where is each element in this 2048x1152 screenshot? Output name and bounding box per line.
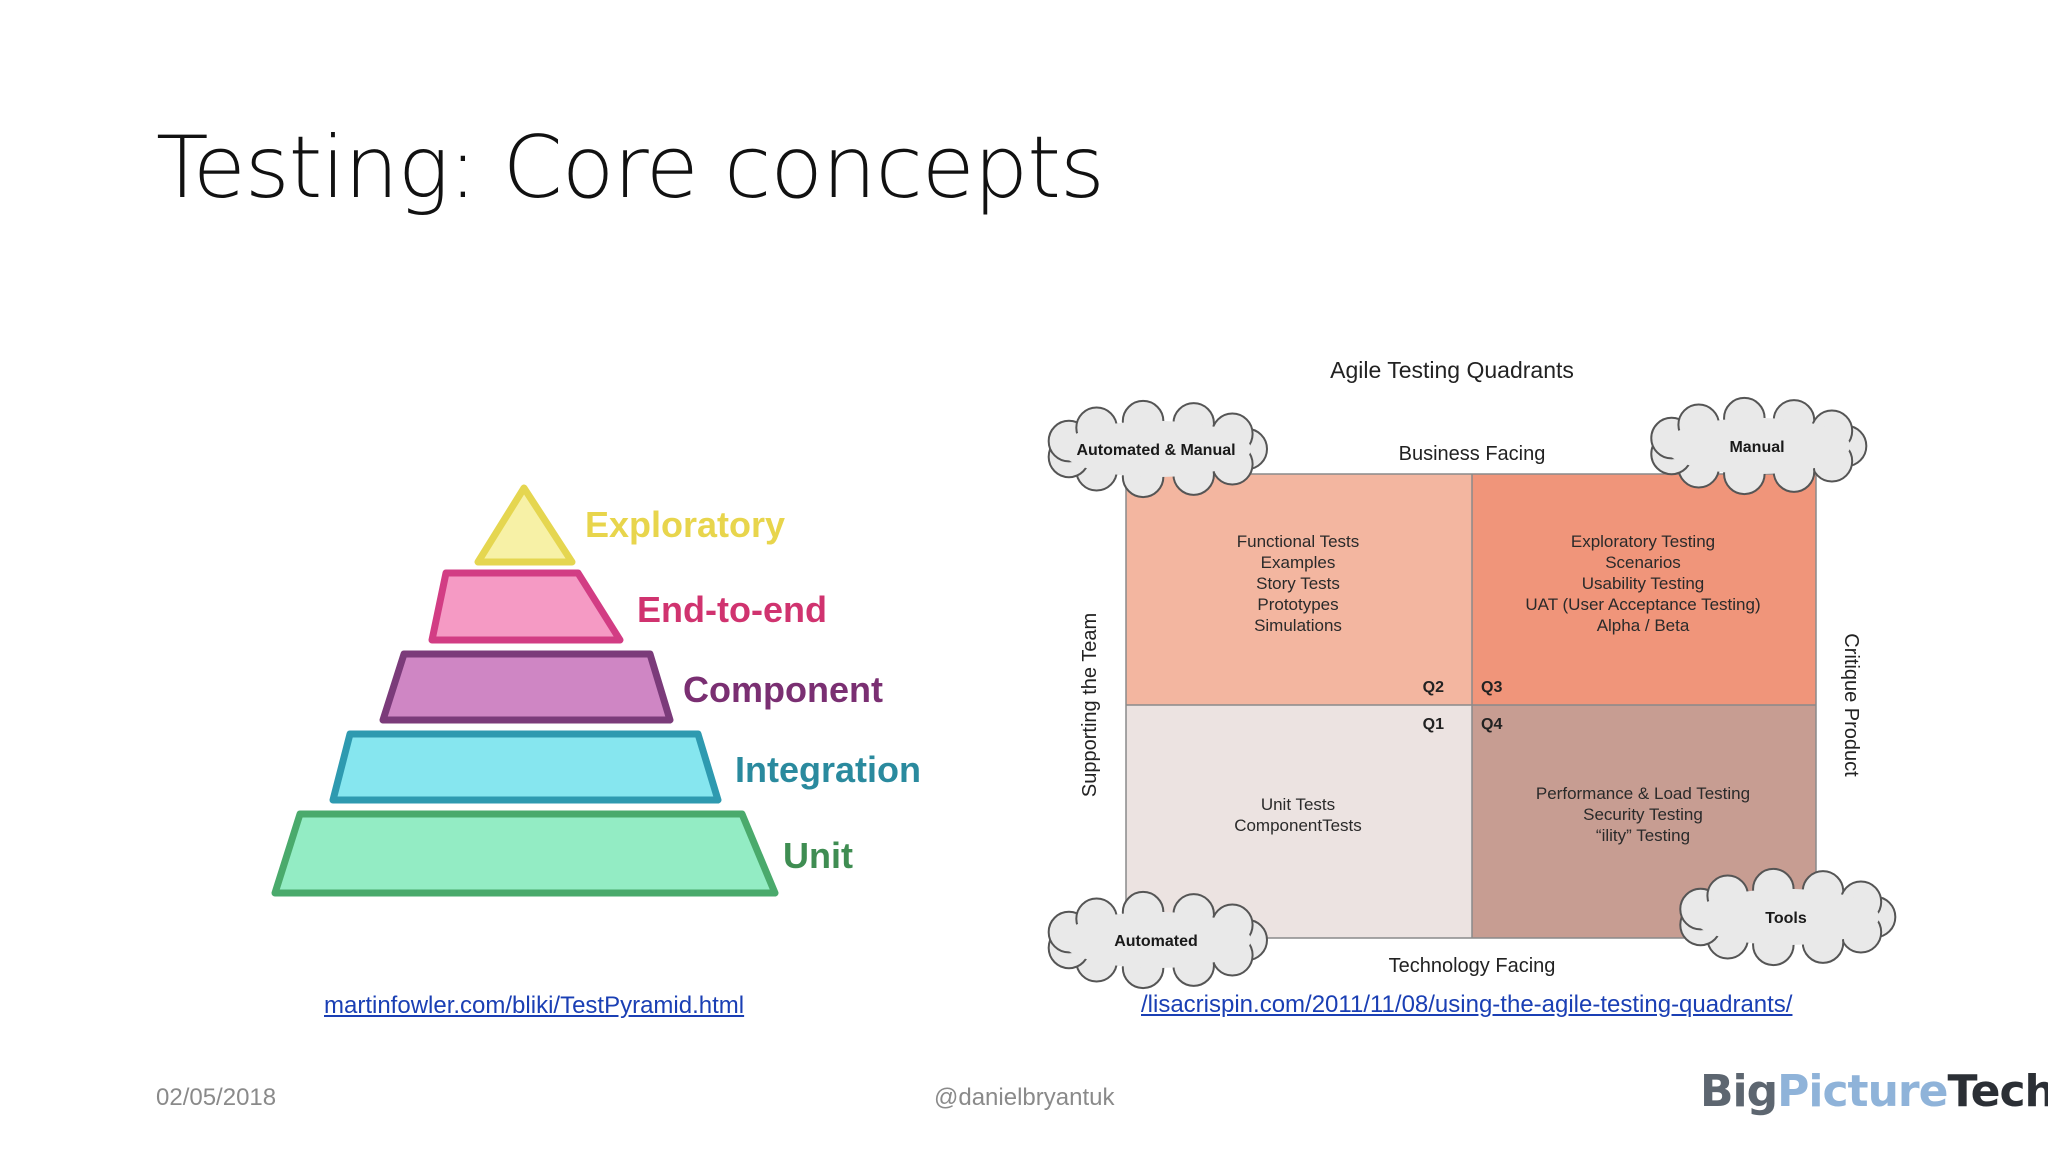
- axis-business-facing: Business Facing: [1399, 443, 1546, 465]
- cloud-automated-manual-label: Automated & Manual: [1076, 442, 1235, 459]
- quadrants-title: Agile Testing Quadrants: [1330, 357, 1574, 383]
- quadrant-q2-text: Story Tests: [1256, 574, 1340, 593]
- quadrant-q2-text: Simulations: [1254, 616, 1342, 635]
- agile-quadrants-link[interactable]: /lisacrispin.com/2011/11/08/using-the-ag…: [1141, 991, 1793, 1018]
- quadrant-q4-text: Security Testing: [1583, 805, 1703, 824]
- quadrant-label-q3: Q3: [1481, 679, 1502, 696]
- test-pyramid-link[interactable]: martinfowler.com/bliki/TestPyramid.html: [324, 992, 745, 1019]
- quadrant-q4-text: “ility” Testing: [1596, 826, 1690, 845]
- quadrant-label-q4: Q4: [1481, 716, 1502, 733]
- quadrant-q3-text: Usability Testing: [1582, 574, 1705, 593]
- cloud-tools: Tools: [1679, 867, 1897, 967]
- bigpicturetech-logo: BigPictureTech: [1700, 1066, 2048, 1117]
- quadrant-q2-text: Examples: [1261, 553, 1336, 572]
- cloud-automated-label: Automated: [1114, 933, 1198, 950]
- logo-part-tech: Tech: [1947, 1066, 2048, 1117]
- axis-supporting-the-team: Supporting the Team: [1079, 613, 1101, 797]
- footer-date: 02/05/2018: [156, 1084, 277, 1111]
- axis-critique-product: Critique Product: [1840, 633, 1862, 777]
- pyramid-label-exploratory: Exploratory: [585, 504, 785, 545]
- quadrant-q3-text: Exploratory Testing: [1571, 532, 1715, 551]
- quadrant-q3-text: UAT (User Acceptance Testing): [1525, 595, 1760, 614]
- quadrant-q1-text: Unit Tests: [1261, 795, 1335, 814]
- cloud-manual: Manual: [1650, 396, 1868, 496]
- pyramid-level-component: [379, 650, 674, 724]
- quadrant-q3-text: Scenarios: [1605, 553, 1681, 572]
- quadrant-q3-text: Alpha / Beta: [1597, 616, 1690, 635]
- footer-handle: @danielbryantuk: [934, 1084, 1115, 1111]
- quadrant-q2: [1126, 474, 1472, 705]
- quadrant-q2-text: Prototypes: [1257, 595, 1338, 614]
- pyramid-level-integration: [329, 730, 722, 804]
- quadrant-q1-text: ComponentTests: [1234, 816, 1362, 835]
- quadrant-label-q2: Q2: [1423, 679, 1444, 696]
- cloud-automated-manual: Automated & Manual: [1047, 399, 1268, 499]
- quadrant-q3: [1472, 474, 1816, 705]
- cloud-automated: Automated: [1047, 890, 1268, 990]
- pyramid-label-unit: Unit: [783, 835, 853, 876]
- pyramid-level-exploratory: [474, 484, 576, 566]
- quadrant-q4-text: Performance & Load Testing: [1536, 784, 1750, 803]
- cloud-tools-label: Tools: [1765, 910, 1807, 927]
- logo-part-picture: Picture: [1777, 1066, 1948, 1117]
- pyramid-level-end-to-end: [428, 569, 624, 644]
- pyramid-level-unit: [271, 810, 779, 897]
- slide-title: Testing: Core concepts: [156, 118, 1105, 218]
- pyramid-label-component: Component: [683, 669, 883, 710]
- cloud-manual-label: Manual: [1729, 439, 1784, 456]
- pyramid-label-integration: Integration: [735, 749, 921, 790]
- quadrant-q2-text: Functional Tests: [1237, 532, 1360, 551]
- logo-part-big: Big: [1700, 1066, 1778, 1117]
- axis-technology-facing: Technology Facing: [1389, 955, 1556, 977]
- pyramid-label-end-to-end: End-to-end: [637, 589, 827, 630]
- quadrant-label-q1: Q1: [1423, 716, 1444, 733]
